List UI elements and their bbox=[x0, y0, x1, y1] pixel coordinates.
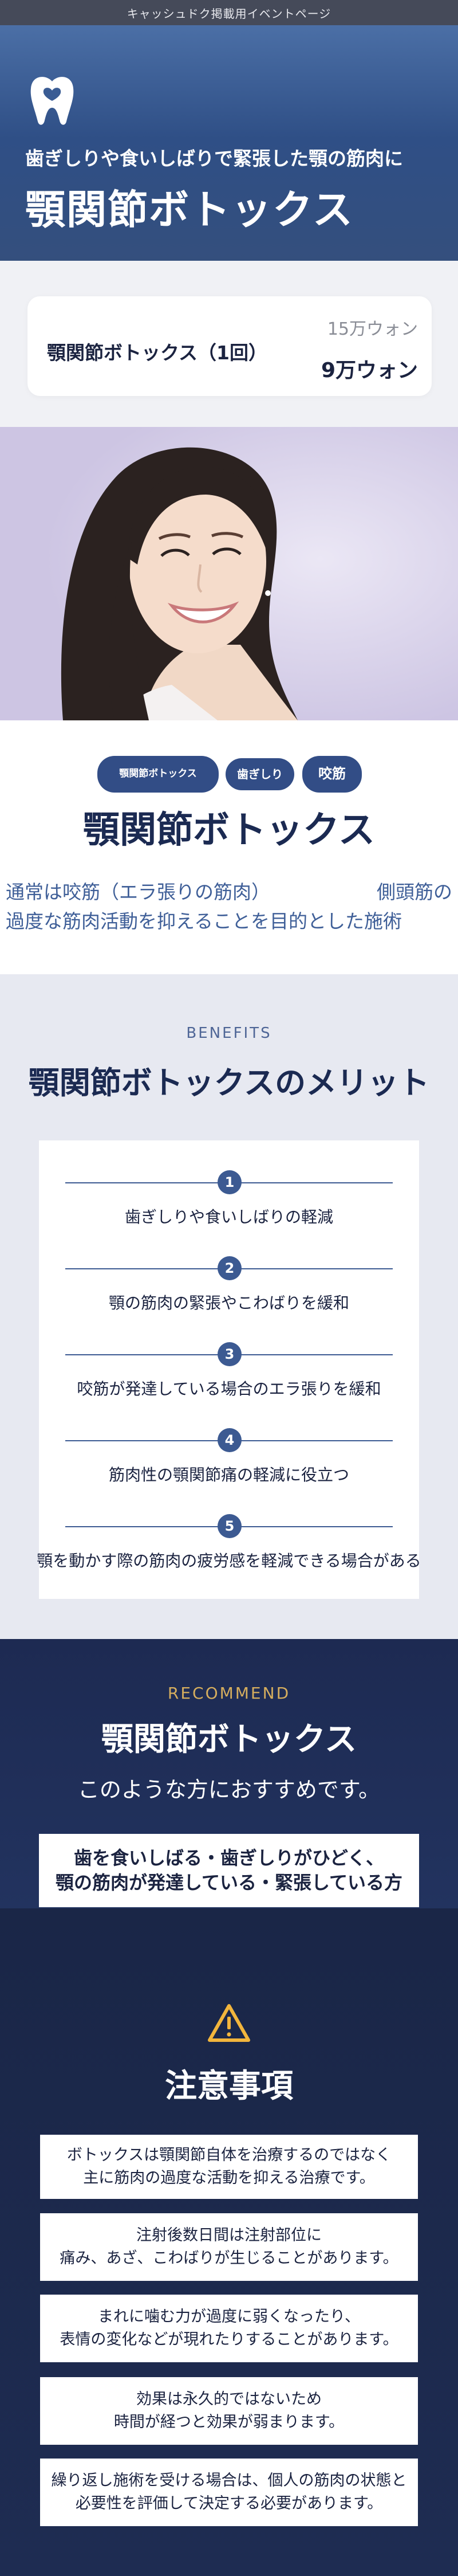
note-line: 痛み、あざ、こわばりが生じることがあります。 bbox=[60, 2249, 398, 2267]
intro-desc-line1-left: 通常は咬筋（エラ張りの筋肉） bbox=[6, 881, 270, 903]
benefit-text: 顎の筋肉の緊張やこわばりを緩和 bbox=[108, 1293, 349, 1312]
hero-title: 顎関節ボトックス bbox=[25, 186, 354, 233]
note-line: 注射後数日間は注射部位に bbox=[136, 2226, 322, 2244]
intro-desc-line1-right: 側頭筋の bbox=[377, 881, 452, 903]
note-line: 効果は永久的ではないため bbox=[136, 2390, 322, 2408]
recommend-box: 歯を食いしばる・歯ぎしりがひどく、 顎の筋肉が発達している・緊張している方 bbox=[39, 1834, 419, 1907]
benefit-item: 1 歯ぎしりや食いしばりの軽減 bbox=[39, 1163, 419, 1232]
hero-section: 歯ぎしりや食いしばりで緊張した顎の筋肉に 顎関節ボトックス bbox=[0, 25, 458, 261]
intro-description: 通常は咬筋（エラ張りの筋肉） 側頭筋の 過度な筋肉活動を抑えることを目的とした施… bbox=[6, 877, 458, 936]
note-item: 注射後数日間は注射部位に 痛み、あざ、こわばりが生じることがあります。 bbox=[40, 2213, 418, 2281]
recommend-box-line1: 歯を食いしばる・歯ぎしりがひどく、 bbox=[73, 1846, 385, 1869]
note-item: ボトックスは顎関節自体を治療するのではなく 主に筋肉の過度な活動を抑える治療です… bbox=[40, 2135, 418, 2199]
tag-bruxism[interactable]: 歯ぎしり bbox=[226, 758, 294, 790]
notes-title: 注意事項 bbox=[165, 2068, 293, 2105]
note-line: 必要性を評価して決定する必要があります。 bbox=[75, 2495, 383, 2512]
benefits-title: 顎関節ボトックスのメリット bbox=[28, 1065, 430, 1101]
warning-icon bbox=[208, 2004, 250, 2042]
woman-smiling-photo bbox=[0, 427, 458, 720]
hero-subtitle: 歯ぎしりや食いしばりで緊張した顎の筋肉に bbox=[25, 147, 403, 170]
note-item: まれに噛む力が過度に弱くなったり、 表情の変化などが現れたりすることがあります。 bbox=[40, 2295, 418, 2362]
note-line: 時間が経つと効果が弱まります。 bbox=[113, 2413, 345, 2431]
benefit-number: 2 bbox=[218, 1256, 242, 1280]
intro-title: 顎関節ボトックス bbox=[82, 809, 376, 852]
recommend-title: 顎関節ボトックス bbox=[101, 1721, 357, 1758]
tag-masseter[interactable]: 咬筋 bbox=[302, 756, 362, 793]
note-line: 繰り返し施術を受ける場合は、個人の筋肉の状態と bbox=[51, 2471, 407, 2489]
recommend-box-line2: 顎の筋肉が発達している・緊張している方 bbox=[55, 1872, 403, 1893]
price-section: 顎関節ボトックス（1回） 15万ウォン 9万ウォン bbox=[0, 261, 458, 427]
portrait-illustration bbox=[0, 427, 458, 720]
note-line: 主に筋肉の過度な活動を抑える治療です。 bbox=[83, 2169, 375, 2187]
benefits-label: BENEFITS bbox=[186, 1025, 272, 1042]
top-banner: キャッシュドク掲載用イベントページ bbox=[0, 0, 458, 25]
top-banner-text: キャッシュドク掲載用イベントページ bbox=[127, 6, 331, 21]
note-item: 繰り返し施術を受ける場合は、個人の筋肉の状態と 必要性を評価して決定する必要があ… bbox=[40, 2459, 418, 2526]
benefits-section: BENEFITS 顎関節ボトックスのメリット 1 歯ぎしりや食いしばりの軽減 2… bbox=[0, 974, 458, 1639]
intro-section: 顎関節ボトックス 歯ぎしり 咬筋 顎関節ボトックス 通常は咬筋（エラ張りの筋肉）… bbox=[0, 720, 458, 974]
benefit-number: 1 bbox=[218, 1170, 242, 1194]
benefits-panel: 1 歯ぎしりや食いしばりの軽減 2 顎の筋肉の緊張やこわばりを緩和 3 咬筋が発… bbox=[37, 1140, 421, 1599]
benefit-text: 筋肉性の顎関節痛の軽減に役立つ bbox=[108, 1465, 349, 1484]
original-price: 15万ウォン bbox=[327, 319, 418, 339]
intro-desc-line2: 過度な筋肉活動を抑えることを目的とした施術 bbox=[6, 910, 402, 933]
note-line: 表情の変化などが現れたりすることがあります。 bbox=[60, 2331, 398, 2348]
recommend-subtitle: このような方におすすめです。 bbox=[77, 1777, 381, 1802]
benefit-item: 5 顎を動かす際の筋肉の疲労感を軽減できる場合がある bbox=[37, 1507, 421, 1576]
benefit-item: 2 顎の筋肉の緊張やこわばりを緩和 bbox=[39, 1249, 419, 1318]
recommend-label: RECOMMEND bbox=[167, 1684, 291, 1703]
note-item: 効果は永久的ではないため 時間が経つと効果が弱まります。 bbox=[40, 2377, 418, 2445]
benefit-item: 3 咬筋が発達している場合のエラ張りを緩和 bbox=[39, 1335, 419, 1404]
benefit-item: 4 筋肉性の顎関節痛の軽減に役立つ bbox=[39, 1421, 419, 1490]
benefit-text: 歯ぎしりや食いしばりの軽減 bbox=[124, 1207, 333, 1226]
sale-price: 9万ウォン bbox=[321, 359, 418, 382]
benefit-text: 顎を動かす際の筋肉の疲労感を軽減できる場合がある bbox=[37, 1551, 421, 1570]
price-card[interactable]: 顎関節ボトックス（1回） 15万ウォン 9万ウォン bbox=[27, 296, 432, 396]
benefit-number: 3 bbox=[218, 1342, 242, 1366]
price-item-name: 顎関節ボトックス（1回） bbox=[47, 342, 267, 364]
benefit-text: 咬筋が発達している場合のエラ張りを緩和 bbox=[77, 1379, 381, 1398]
note-line: ボトックスは顎関節自体を治療するのではなく bbox=[66, 2146, 392, 2164]
benefit-number: 5 bbox=[218, 1514, 242, 1538]
benefit-number: 4 bbox=[218, 1428, 242, 1452]
tooth-logo-icon bbox=[30, 77, 74, 125]
tag-jaw-botox[interactable]: 顎関節ボトックス bbox=[97, 756, 219, 793]
note-line: まれに噛む力が過度に弱くなったり、 bbox=[98, 2307, 360, 2326]
recommend-section: RECOMMEND 顎関節ボトックス このような方におすすめです。 歯を食いしば… bbox=[0, 1639, 458, 1908]
notes-section: 注意事項 ボトックスは顎関節自体を治療するのではなく 主に筋肉の過度な活動を抑え… bbox=[0, 1908, 458, 2576]
